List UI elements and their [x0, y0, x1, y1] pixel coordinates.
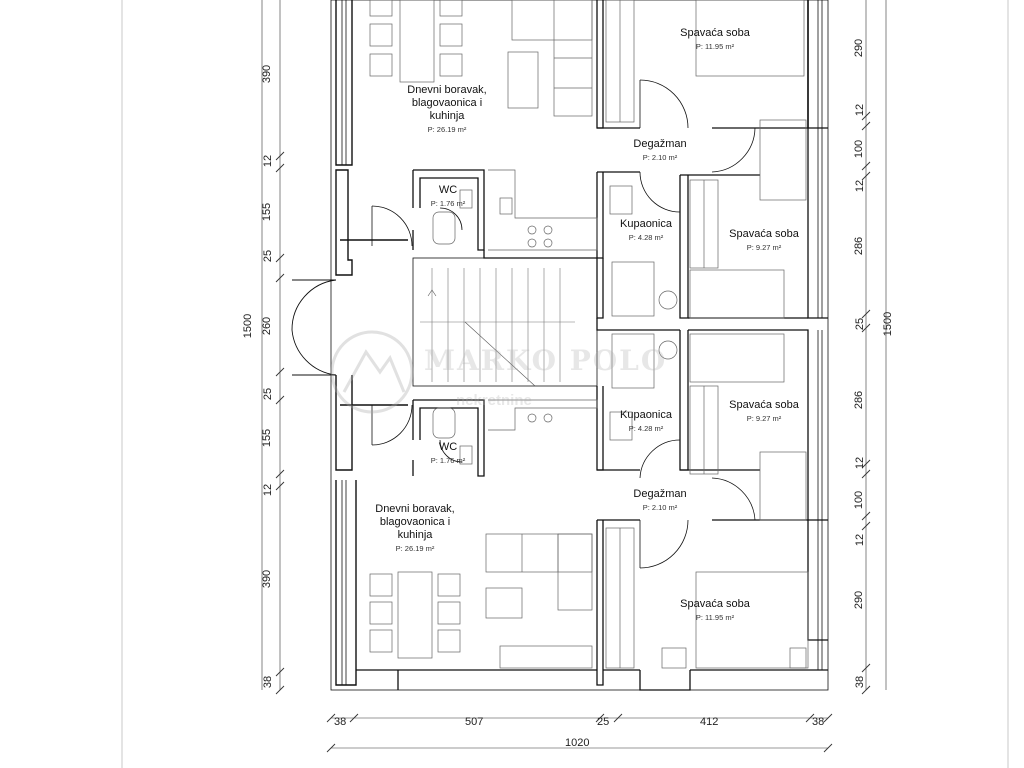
room-name: Kupaonica — [620, 409, 672, 421]
dim-bottom-2: 507 — [465, 716, 484, 728]
interior-walls — [356, 0, 828, 691]
room-name: Degažman — [633, 138, 687, 150]
room-name-line3: kuhinja — [397, 529, 433, 541]
room-name-line3: kuhinja — [429, 110, 465, 122]
room-name-line2: blagovaonica i — [379, 516, 451, 528]
room-wc-bottom: WC P: 1.76 m² — [420, 441, 476, 467]
right-wall-windows — [341, 0, 823, 685]
room-hallway-top: Degažman P: 2.10 m² — [612, 138, 708, 164]
dim-left-8: 12 — [262, 483, 275, 497]
dim-left-10: 38 — [262, 675, 275, 689]
room-name-line1: Dnevni boravak, — [375, 503, 455, 515]
bathroom-fixtures — [609, 185, 678, 441]
room-area: P: 1.76 m² — [430, 456, 466, 465]
dim-left-5: 260 — [261, 316, 274, 336]
dim-right-9: 100 — [853, 490, 866, 510]
dim-right-2: 12 — [854, 103, 867, 117]
dim-right-1: 290 — [853, 38, 866, 58]
watermark-logo — [330, 330, 414, 414]
room-bathroom-top: Kupaonica P: 4.28 m² — [604, 218, 688, 244]
room-bedroom2-bottom: Spavaća soba P: 9.27 m² — [712, 399, 816, 425]
dim-bottom-4: 412 — [700, 716, 719, 728]
dim-right-total: 1500 — [882, 311, 895, 337]
outer-walls — [330, 0, 829, 691]
dim-left-4: 25 — [262, 249, 275, 263]
room-name: Spavaća soba — [680, 598, 750, 610]
room-area: P: 26.19 m² — [427, 125, 467, 134]
room-area: P: 4.28 m² — [628, 233, 664, 242]
dim-right-10: 12 — [854, 533, 867, 547]
room-wc-top: WC P: 1.76 m² — [420, 184, 476, 210]
dim-right-7: 286 — [853, 390, 866, 410]
dim-left-9: 390 — [261, 569, 274, 589]
room-area: P: 26.19 m² — [395, 544, 435, 553]
room-bedroom-bottom: Spavaća soba P: 11.95 m² — [660, 598, 770, 624]
dim-right-6: 25 — [854, 317, 867, 331]
wc-fixtures — [432, 189, 473, 465]
staircase — [420, 268, 575, 387]
room-area: P: 1.76 m² — [430, 199, 466, 208]
room-name-line2: blagovaonica i — [411, 97, 483, 109]
dim-left-3: 155 — [261, 202, 274, 222]
furniture-top-living — [369, 0, 598, 251]
room-name: WC — [438, 184, 458, 196]
furniture-bottom-living — [369, 399, 598, 669]
dim-bottom-5: 38 — [812, 716, 825, 728]
room-area: P: 9.27 m² — [746, 243, 782, 252]
room-living-bottom: Dnevni boravak, blagovaonica i kuhinja P… — [360, 503, 470, 555]
dim-right-12: 38 — [854, 675, 867, 689]
door-swings — [371, 79, 756, 569]
dim-left-6: 25 — [262, 387, 275, 401]
room-bathroom-bottom: Kupaonica P: 4.28 m² — [604, 409, 688, 435]
room-name: Kupaonica — [620, 218, 672, 230]
room-area: P: 11.95 m² — [695, 42, 735, 51]
dimension-lines — [261, 0, 887, 753]
room-bedroom-top: Spavaća soba P: 11.95 m² — [660, 27, 770, 53]
room-name-line1: Dnevni boravak, — [407, 84, 487, 96]
room-area: P: 11.95 m² — [695, 613, 735, 622]
bedroom-furniture — [605, 0, 809, 669]
room-area: P: 4.28 m² — [628, 424, 664, 433]
dim-right-5: 286 — [853, 236, 866, 256]
dim-bottom-total: 1020 — [565, 737, 590, 749]
room-name: WC — [438, 441, 458, 453]
room-living-top: Dnevni boravak, blagovaonica i kuhinja P… — [392, 84, 502, 136]
dim-bottom-1: 38 — [334, 716, 347, 728]
dim-left-2: 12 — [262, 154, 275, 168]
room-area: P: 2.10 m² — [642, 153, 678, 162]
entrance-door — [291, 279, 337, 376]
dim-left-total: 1500 — [242, 313, 255, 339]
watermark-brand: MARKO POLO — [424, 344, 668, 377]
room-name: Spavaća soba — [729, 399, 799, 411]
room-name: Spavaća soba — [729, 228, 799, 240]
room-name: Degažman — [633, 488, 687, 500]
room-name: Spavaća soba — [680, 27, 750, 39]
room-area: P: 2.10 m² — [642, 503, 678, 512]
dim-right-4: 12 — [854, 179, 867, 193]
dim-left-1: 390 — [261, 64, 274, 84]
room-bedroom2-top: Spavaća soba P: 9.27 m² — [712, 228, 816, 254]
dim-left-7: 155 — [261, 428, 274, 448]
dim-right-11: 290 — [853, 590, 866, 610]
dim-bottom-3: 25 — [597, 716, 610, 728]
room-area: P: 9.27 m² — [746, 414, 782, 423]
watermark-subtitle: nekretnine — [456, 392, 532, 409]
room-hallway-bottom: Degažman P: 2.10 m² — [612, 488, 708, 514]
dim-right-8: 12 — [854, 456, 867, 470]
dim-right-3: 100 — [853, 139, 866, 159]
